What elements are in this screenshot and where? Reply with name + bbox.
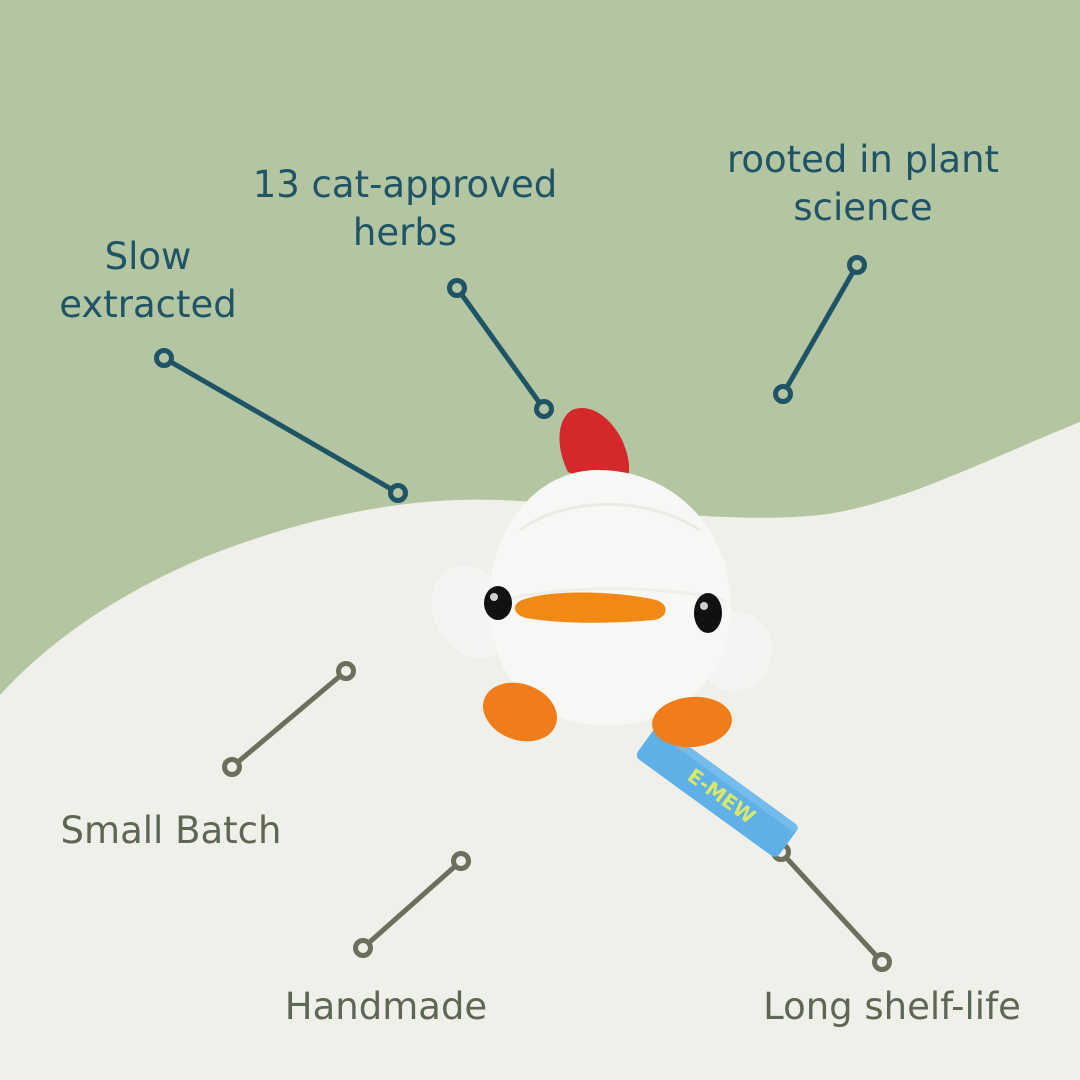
callout-handmade: Handmade	[280, 983, 492, 1031]
callout-slow-extracted: Slow extracted	[48, 233, 248, 329]
callout-long-shelf-life: Long shelf-life	[752, 983, 1032, 1031]
blue-tag: E-MEW	[636, 725, 798, 857]
callout-line: herbs	[352, 211, 458, 254]
red-comb	[559, 408, 630, 480]
green-wave-shape	[0, 0, 1080, 695]
right-foot	[652, 696, 732, 748]
left-foot	[483, 682, 557, 742]
callout-cat-approved-herbs: 13 cat-approved herbs	[240, 161, 570, 257]
beak	[514, 592, 666, 623]
callout-line: extracted	[59, 283, 237, 326]
callout-line: Handmade	[284, 985, 488, 1028]
left-eye	[484, 586, 512, 620]
callout-line: Small Batch	[60, 809, 282, 852]
connector-small-batch	[222, 661, 356, 777]
callout-line: science	[793, 186, 933, 229]
callout-small-batch: Small Batch	[50, 807, 292, 855]
connector-slow-extracted	[154, 348, 408, 503]
right-eye	[694, 593, 722, 633]
callout-line: Long shelf-life	[763, 985, 1021, 1028]
chicken-toy-illustration: E-MEW	[431, 408, 798, 857]
callout-plant-science: rooted in plant science	[713, 136, 1013, 232]
callout-line: 13 cat-approved	[252, 163, 558, 206]
connector-handmade	[353, 851, 471, 958]
connector-herbs	[447, 278, 554, 419]
connector-shelf-life	[771, 842, 892, 972]
callout-line: Slow	[104, 235, 192, 278]
callout-line: rooted in plant	[726, 138, 1000, 181]
connector-plant-science	[773, 255, 867, 404]
